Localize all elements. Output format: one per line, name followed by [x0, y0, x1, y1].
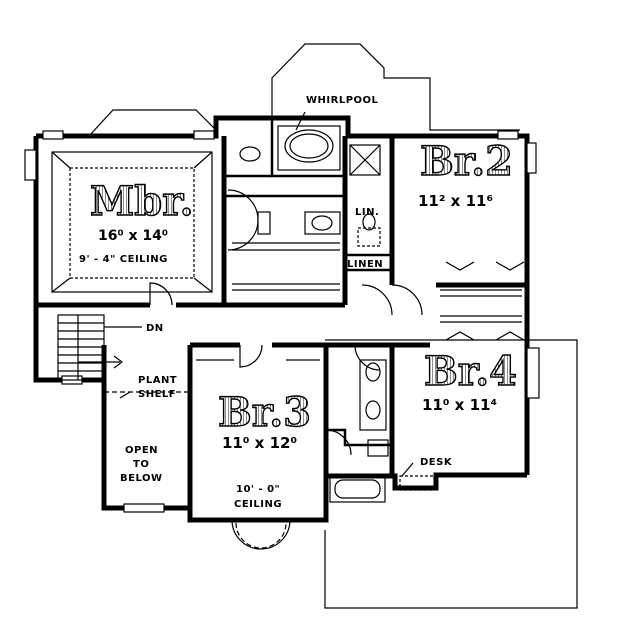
- label-lin: LIN.: [355, 207, 379, 218]
- label-whirlpool: WHIRLPOOL: [306, 95, 379, 106]
- label-shelf: SHELF: [138, 389, 176, 400]
- room-dims-br3: 11⁰ x 12⁰: [222, 434, 297, 452]
- label-below: BELOW: [120, 473, 163, 484]
- mbr-tray-ceiling: [51, 151, 213, 293]
- tub-and-desk: [329, 359, 435, 503]
- label-plant: PLANT: [138, 375, 177, 386]
- room-ceiling-mbr: 9' - 4" CEILING: [79, 254, 168, 265]
- label-open: OPEN: [125, 445, 158, 456]
- room-ceiling-br3-2: CEILING: [234, 499, 282, 510]
- room-mbr: Mbr. 16⁰ x 14⁰ 9' - 4" CEILING: [79, 177, 194, 265]
- room-name-br3: Br.3: [218, 389, 311, 436]
- roof-outlines: [88, 43, 578, 609]
- bath-fixtures: [239, 111, 381, 247]
- room-br2: Br.2 11² x 11⁶: [418, 137, 514, 210]
- room-name-mbr: Mbr.: [90, 178, 194, 225]
- stair: [57, 314, 142, 381]
- room-dims-mbr: 16⁰ x 14⁰: [98, 228, 168, 244]
- room-ceiling-br3-1: 10' - 0": [236, 484, 280, 495]
- walls: [33, 115, 530, 523]
- room-name-br2: Br.2: [420, 138, 513, 185]
- label-desk: DESK: [420, 457, 453, 468]
- room-dims-br4: 11⁰ x 11⁴: [422, 396, 497, 414]
- room-dims-br2: 11² x 11⁶: [418, 192, 493, 210]
- label-dn: DN: [146, 323, 164, 334]
- label-to: TO: [133, 459, 149, 470]
- closet-hangers: [196, 242, 522, 361]
- label-linen: LINEN: [347, 259, 383, 270]
- annotations: WHIRLPOOL LIN. LINEN DN PLANT SHELF OPEN…: [120, 95, 453, 484]
- doors: [149, 189, 525, 456]
- room-br4: Br.4 11⁰ x 11⁴: [422, 347, 518, 414]
- open-to-below-boundary: [104, 391, 190, 399]
- room-name-br4: Br.4: [424, 348, 517, 395]
- room-br3: Br.3 11⁰ x 12⁰ 10' - 0" CEILING: [217, 388, 311, 510]
